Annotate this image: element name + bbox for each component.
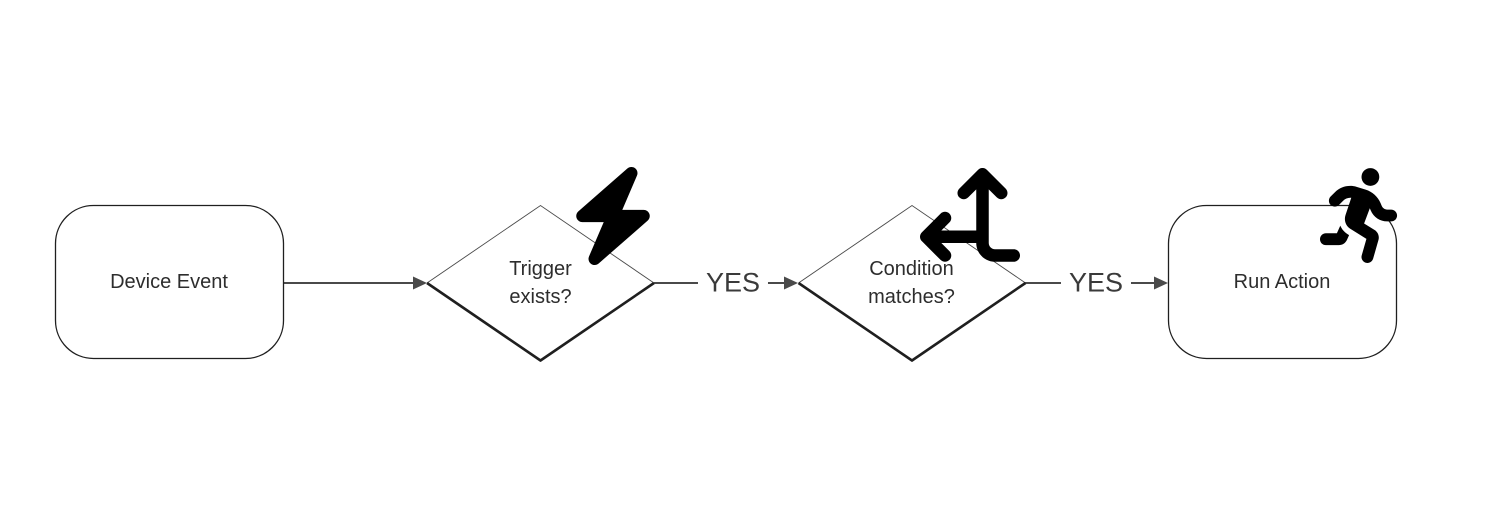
edge-device-event-to-trigger-exists	[283, 276, 427, 290]
arrowhead-icon	[1154, 276, 1168, 290]
diamond-top-edges	[426, 204, 655, 284]
edge-yes-label-1: YES	[697, 269, 769, 297]
node-condition-matches-shape	[797, 204, 1027, 362]
person-running-icon-path	[1320, 168, 1398, 263]
arrowhead-icon	[413, 276, 427, 290]
arrowhead-icon	[784, 276, 798, 290]
arrows-split-up-and-left-icon	[920, 168, 1020, 262]
bolt-icon-path	[576, 167, 650, 265]
bolt-icon	[576, 167, 650, 265]
arrows-split-up-and-left-icon-path	[920, 168, 1020, 262]
diamond-bottom-edges	[797, 281, 1027, 362]
edge-yes-label-2: YES	[1060, 269, 1132, 297]
diamond-fill	[798, 205, 1026, 361]
diamond-bottom-edges	[426, 281, 655, 362]
person-running-icon	[1320, 168, 1398, 263]
node-device-event-shape	[54, 204, 285, 360]
